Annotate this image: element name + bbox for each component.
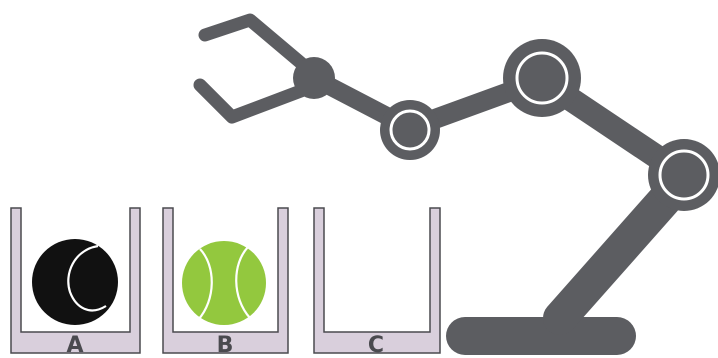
elbow-joint — [648, 139, 718, 211]
tennis-ball — [182, 241, 266, 325]
arm-base — [446, 317, 636, 355]
gripper — [200, 20, 335, 117]
bin-a-label: A — [66, 333, 83, 358]
bin-c-label: C — [368, 333, 384, 358]
shoulder-joint — [503, 39, 581, 117]
bin-b-label: B — [217, 333, 234, 358]
black-ball — [32, 239, 118, 325]
wrist-joint — [380, 100, 440, 160]
bin-c: C — [314, 208, 440, 358]
gripper-hub — [293, 57, 335, 99]
